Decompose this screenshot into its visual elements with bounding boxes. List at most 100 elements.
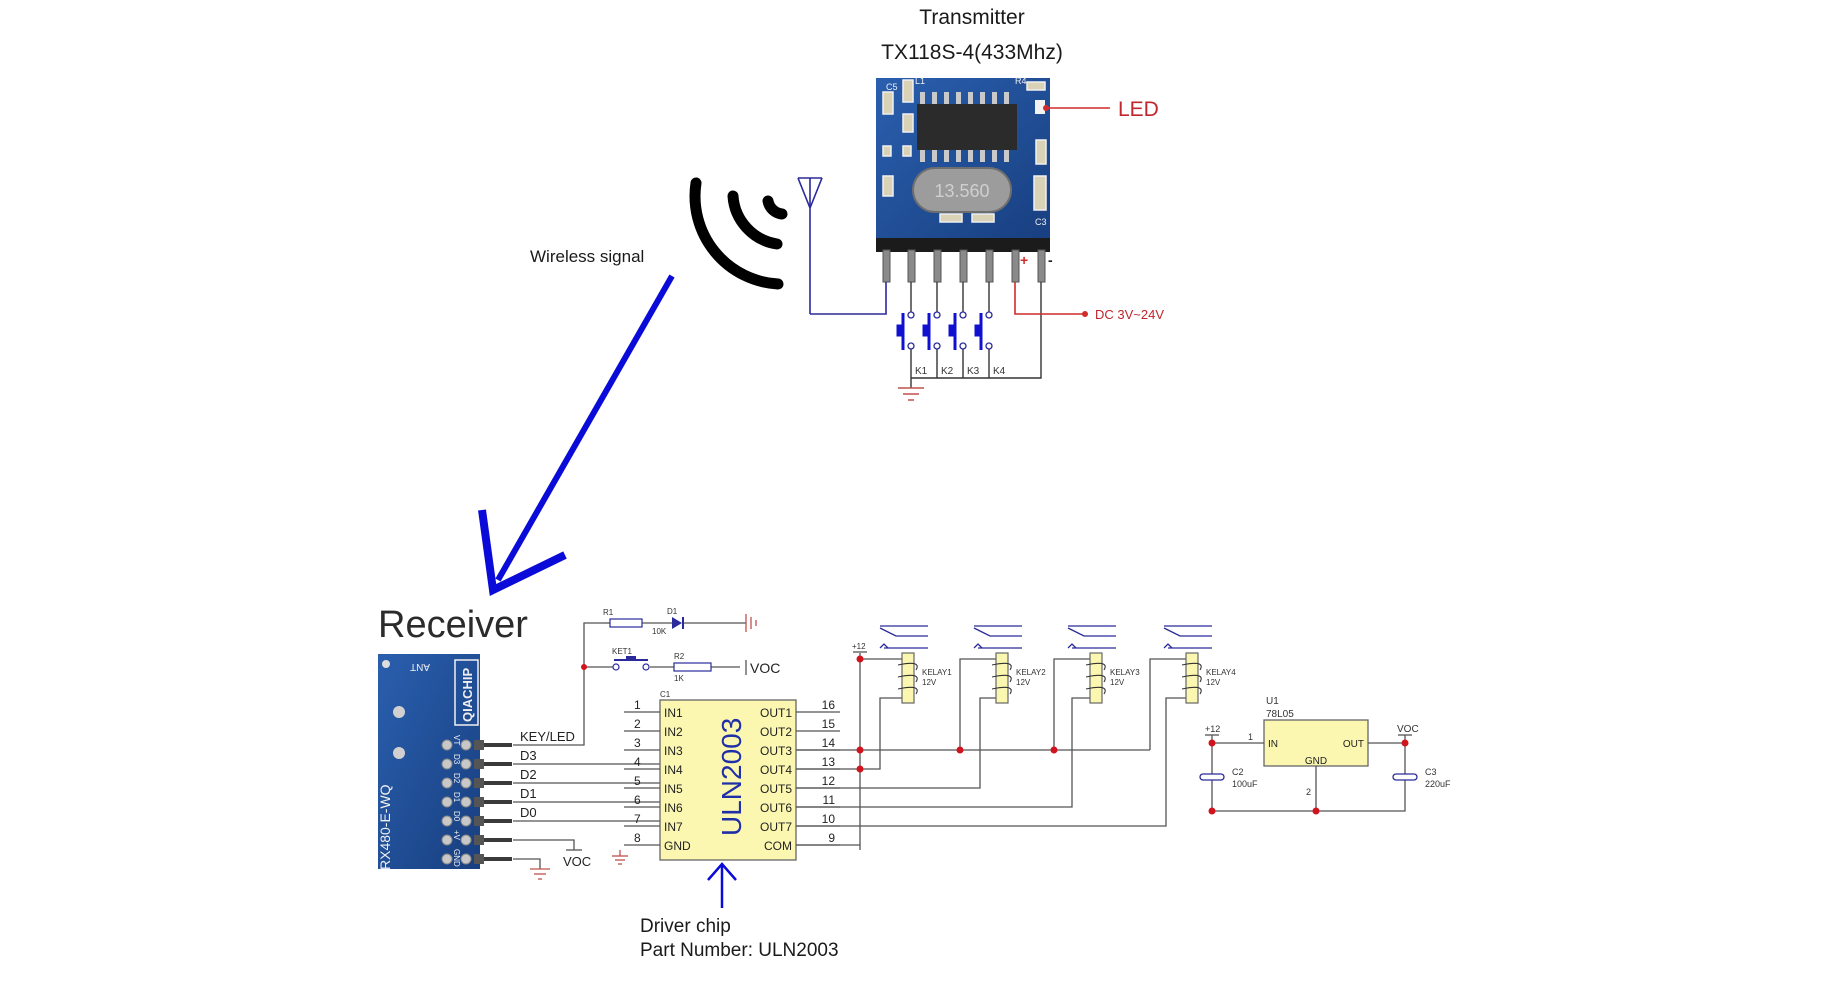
relay-winding [1181, 674, 1202, 683]
receiver-pin-label: D3 [452, 754, 461, 765]
uln-pin-name: IN5 [664, 782, 683, 796]
r2-label: R2 [674, 652, 685, 661]
relay-contact-arrow [1067, 643, 1077, 649]
uln-pin-number: 13 [822, 755, 836, 769]
relay-contact-switch [973, 627, 1022, 637]
receiver-pin-label: +V [452, 830, 461, 841]
d1-label: D1 [667, 607, 678, 616]
receiver-pin-pad [441, 739, 453, 751]
uln-pin-number: 11 [823, 793, 836, 807]
receiver-pin-lead [484, 838, 512, 842]
receiver-header [474, 778, 484, 788]
relay-winding [897, 674, 918, 683]
relay-contact-switch [879, 627, 928, 637]
receiver-brand: QIACHIP [460, 668, 475, 723]
power-wire [1014, 282, 1085, 315]
relay-voltage: 12V [1110, 678, 1125, 687]
uln-pin-name: OUT4 [760, 763, 792, 777]
uln-pin-name: OUT1 [760, 706, 792, 720]
uln-pin-number: 4 [634, 755, 641, 769]
regulator-out: OUT [1343, 739, 1364, 750]
relay-name: KELAY1 [922, 668, 952, 677]
regulator-pin-gnd: 2 [1306, 787, 1311, 797]
receiver-ground-icon [530, 868, 550, 880]
uln-pin-number: 9 [828, 831, 835, 845]
receiver-header [474, 816, 484, 826]
receiver-pin-label: VT [452, 735, 461, 745]
relay-winding [897, 662, 918, 671]
driver-ref: C1 [660, 690, 671, 699]
receiver-title: Receiver [378, 604, 528, 646]
pcb-led [1035, 100, 1045, 114]
regulator-part: 78L05 [1266, 709, 1294, 720]
uln2003-body [659, 699, 797, 861]
transmitter-section: Transmitter TX118S-4(433Mhz) 13.560 [689, 6, 1164, 401]
mount-hole [393, 706, 405, 718]
wireless-waves-icon [689, 177, 788, 290]
c2-value: 100uF [1232, 779, 1258, 789]
regulator-in: IN [1268, 739, 1278, 750]
driver-ground-icon [612, 850, 628, 865]
uln-pin-number: 2 [634, 717, 641, 731]
receiver-pin-lead [484, 800, 512, 804]
indicator-ground-icon [745, 614, 757, 632]
relay-contact-arrow [1163, 643, 1173, 649]
key-label: K2 [941, 366, 954, 377]
transmitter-model: TX118S-4(433Mhz) [881, 41, 1063, 64]
uln-pin-name: OUT5 [760, 782, 792, 796]
power-label: DC 3V~24V [1095, 307, 1164, 322]
relay-contact-switch [1163, 627, 1212, 637]
ant-pad [382, 660, 390, 668]
relay-coil [1185, 652, 1199, 704]
receiver-section: Receiver QIACHIP ANT RX480-E-WQ VTD3D2D1… [377, 604, 528, 870]
relay-name: KELAY2 [1016, 668, 1046, 677]
uln-pin-name: OUT2 [760, 725, 792, 739]
minus-sign: - [1048, 252, 1053, 268]
capacitors [1199, 773, 1418, 781]
uln-pin-name: OUT6 [760, 801, 792, 815]
driver-caption-line1: Driver chip [640, 916, 731, 937]
antenna-icon [797, 177, 887, 315]
c3-label: C3 [1425, 767, 1437, 777]
transmitter-title: Transmitter [919, 6, 1024, 29]
receiver-pin-pad [460, 758, 472, 770]
mount-hole [393, 747, 405, 759]
uln-pin-name: IN1 [664, 706, 683, 720]
net-label-d2: D2 [520, 767, 537, 782]
net-label-d0: D0 [520, 805, 537, 820]
receiver-pin-pad [441, 815, 453, 827]
junction-dot [581, 664, 587, 670]
receiver-pin-label: D1 [452, 792, 461, 803]
c3-value: 220uF [1425, 779, 1451, 789]
relay-voltage: 12V [922, 678, 937, 687]
uln-pin-name: GND [664, 839, 691, 853]
relay-winding [1181, 686, 1202, 695]
key-switches: K1 K2 K3 K4 [896, 282, 1042, 401]
led-label: LED [1118, 98, 1159, 121]
driver-caption-line2: Part Number: ULN2003 [640, 940, 839, 961]
receiver-pin-lead [484, 819, 512, 823]
signal-arrow-icon [478, 274, 675, 597]
brand-box [454, 659, 479, 726]
relay-winding [1085, 674, 1106, 683]
receiver-pin-pad [441, 796, 453, 808]
pcb-label-l1: L1 [915, 76, 925, 86]
uln-pin-name: IN4 [664, 763, 683, 777]
uln-pin-number: 7 [634, 812, 641, 826]
receiver-voc-label: VOC [563, 854, 591, 869]
regulator-pin-in: 1 [1248, 732, 1253, 742]
receiver-header [474, 740, 484, 750]
uln-pin-name: OUT3 [760, 744, 792, 758]
relay-winding [991, 674, 1012, 683]
uln-pin-name: IN7 [664, 820, 683, 834]
wireless-signal-label: Wireless signal [530, 247, 644, 266]
indicator-voc-label: VOC [750, 660, 780, 676]
uln-pin-name: COM [764, 839, 792, 853]
uln-pin-number: 16 [822, 698, 836, 712]
receiver-header [474, 854, 484, 864]
receiver-header [474, 759, 484, 769]
